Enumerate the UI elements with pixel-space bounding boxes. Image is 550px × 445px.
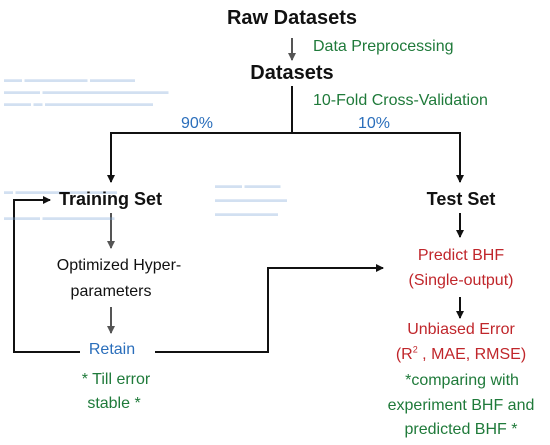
node-unbiased-error-line2: (R2 , MAE, RMSE) [395, 344, 527, 363]
note-comparing-line1: *comparing with [405, 372, 519, 389]
watermark-text: ▬▬▬ ▬▬▬▬ [215, 180, 281, 190]
label-cross-validation: 10-Fold Cross-Validation [313, 92, 488, 109]
label-train-split: 90% [181, 115, 214, 132]
feedback-loop [13, 196, 80, 353]
note-comparing-line3: predicted BHF * [404, 421, 518, 438]
node-hyperparameters-line1: Optimized Hyper- [56, 257, 182, 274]
note-till-error-line2: stable * [87, 395, 141, 412]
node-test-set: Test Set [426, 189, 496, 209]
node-hyperparameters-line2: parameters [70, 283, 152, 300]
arrow-retain-to-predict [155, 264, 384, 353]
watermark-text: ▬▬▬▬ ▬▬▬▬▬▬▬▬ [4, 212, 115, 222]
label-data-preprocessing: Data Preprocessing [313, 38, 454, 55]
watermark-text: ▬▬ ▬▬▬▬▬▬▬ ▬▬▬▬▬ [4, 74, 136, 84]
node-training-set: Training Set [59, 189, 163, 209]
node-predict-line1: Predict BHF [417, 247, 505, 264]
node-retain: Retain [88, 341, 136, 358]
node-predict-line2: (Single-output) [408, 272, 514, 289]
node-raw-datasets: Raw Datasets [226, 7, 358, 29]
watermark-text: ▬▬▬▬ ▬▬▬▬▬▬▬▬▬▬▬▬▬▬ [4, 86, 169, 96]
label-test-split: 10% [358, 115, 391, 132]
watermark-text: ▬▬▬▬▬▬▬▬ [215, 194, 287, 204]
note-comparing-line2: experiment BHF and [387, 397, 535, 414]
watermark-text: ▬▬▬▬▬▬▬ [215, 208, 278, 218]
watermark-text: ▬ ▬▬▬▬▬▬▬▬ ▬▬▬ [4, 186, 118, 196]
watermark-text: ▬▬▬ ▬ ▬▬▬▬▬▬▬▬▬▬▬▬ [4, 98, 154, 108]
node-unbiased-error-line1: Unbiased Error [407, 321, 515, 338]
node-datasets: Datasets [250, 62, 334, 84]
note-till-error-line1: * Till error [81, 371, 151, 388]
